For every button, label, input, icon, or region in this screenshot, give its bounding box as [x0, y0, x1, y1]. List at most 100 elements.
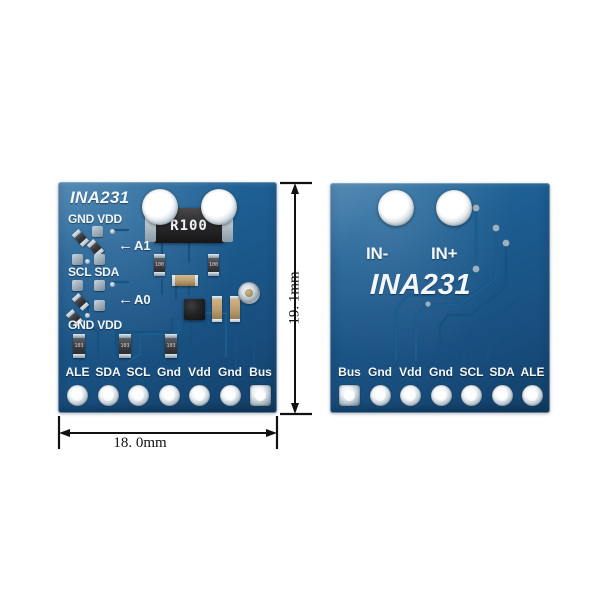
smd-resistor: 100 — [208, 254, 219, 276]
address-arrow-a1: ← A1 — [118, 238, 151, 253]
pin-pad — [369, 385, 391, 406]
front-jumper-label-bottom: GND VDD — [68, 318, 122, 332]
pin-label: Gnd — [368, 365, 392, 379]
mounting-hole — [436, 190, 472, 226]
address-arrow-a0: ← A0 — [118, 292, 151, 307]
front-jumper-label-middle: SCL SDA — [68, 265, 120, 279]
smd-code: 103 — [120, 343, 130, 349]
pin-label: SDA — [95, 365, 121, 379]
pin-ale-0: ALE — [66, 365, 90, 406]
pin-scl-2: SCL — [127, 365, 151, 406]
jumper-pad — [72, 254, 83, 265]
smd-terminal — [172, 275, 175, 286]
mounting-hole — [378, 190, 414, 226]
pin-hole — [255, 390, 266, 401]
smd-code: 100 — [208, 262, 219, 268]
smd-terminal — [119, 354, 131, 358]
pin-hole — [72, 390, 83, 401]
smd-capacitor — [230, 296, 240, 322]
via — [110, 282, 115, 287]
smd-terminal — [73, 334, 85, 338]
pin-gnd-3: Gnd — [429, 365, 453, 406]
jumper-pad — [72, 280, 83, 291]
pin-hole — [527, 390, 538, 401]
smd-code: 103 — [74, 343, 84, 349]
pin-pad — [461, 385, 482, 406]
pin-label: Bus — [338, 365, 361, 379]
pin-pad — [158, 385, 180, 406]
address-arrow-a1-label: A1 — [134, 238, 151, 253]
pin-hole — [194, 390, 205, 401]
pin-bus-0: Bus — [338, 365, 361, 406]
smd-terminal — [119, 334, 131, 338]
pin-pad — [339, 385, 360, 406]
pin-pad — [250, 385, 271, 406]
pin-label: SCL — [459, 365, 484, 379]
front-jumper-label-top: GND VDD — [68, 212, 122, 226]
front-pin-header-row: ALE SDA SCL Gnd Vdd Gnd Bus — [58, 363, 277, 409]
pin-gnd-3: Gnd — [157, 365, 181, 406]
pin-sda-1: SDA — [95, 365, 121, 406]
pin-pad — [67, 385, 88, 406]
pin-label: ALE — [520, 365, 545, 379]
smd-resistor: 100 — [154, 254, 165, 276]
smd-terminal — [165, 354, 177, 358]
smd-terminal — [195, 275, 198, 286]
back-pin-header-row: Bus Gnd Vdd Gnd SCL SDA ALE — [330, 363, 550, 409]
jumper-resistor — [71, 293, 90, 311]
pin-hole — [466, 390, 477, 401]
pin-pad — [219, 385, 241, 406]
pin-label: SCL — [126, 365, 151, 379]
shunt-terminal — [145, 209, 156, 242]
left-arrow-icon: ← — [118, 237, 133, 254]
address-arrow-a0-label: A0 — [134, 292, 151, 307]
smd-terminal — [230, 319, 240, 322]
smd-capacitor — [172, 275, 198, 286]
smd-terminal — [230, 296, 240, 299]
smd-terminal — [208, 254, 219, 258]
pin-pad — [128, 385, 149, 406]
shunt-resistor-code: R100 — [170, 217, 208, 234]
smd-terminal — [73, 354, 85, 358]
pin-sda-5: SDA — [489, 365, 515, 406]
pin-label: Gnd — [218, 365, 242, 379]
jumper-pad — [94, 280, 105, 291]
smd-capacitor — [212, 296, 222, 322]
pin-vdd-4: Vdd — [188, 365, 211, 406]
smd-terminal — [154, 272, 165, 276]
smd-terminal — [212, 296, 222, 299]
pin-hole — [102, 390, 114, 401]
pin-vdd-2: Vdd — [399, 365, 422, 406]
pin-pad — [491, 385, 513, 406]
pin-label: Gnd — [429, 365, 453, 379]
shunt-terminal — [222, 209, 233, 242]
mounting-hole — [142, 189, 178, 225]
pin-pad — [522, 385, 543, 406]
pin-pad — [189, 385, 210, 406]
smd-terminal — [154, 254, 165, 258]
back-board-logo: INA231 — [369, 269, 472, 301]
jumper-pad — [94, 300, 105, 311]
left-arrow-icon: ← — [118, 291, 133, 308]
pin-label: SDA — [489, 365, 515, 379]
pin-label: ALE — [65, 365, 90, 379]
pin-hole — [344, 390, 355, 401]
smd-resistor: 103 — [119, 334, 131, 358]
via — [85, 259, 90, 264]
pin-label: Vdd — [188, 365, 211, 379]
back-input-label-minus: IN- — [366, 244, 389, 263]
pin-hole — [163, 390, 175, 401]
pin-bus-6: Bus — [249, 365, 272, 406]
pin-pad — [430, 385, 452, 406]
pin-hole — [496, 390, 508, 401]
jumper-pad — [94, 254, 105, 265]
pin-gnd-1: Gnd — [368, 365, 392, 406]
front-board-logo: INA231 — [70, 188, 130, 207]
smd-terminal — [212, 319, 222, 322]
smd-code: 100 — [154, 262, 165, 268]
smd-terminal — [165, 334, 177, 338]
smd-resistor: 103 — [165, 334, 177, 358]
pin-gnd-5: Gnd — [218, 365, 242, 406]
mounting-hole — [201, 189, 237, 225]
